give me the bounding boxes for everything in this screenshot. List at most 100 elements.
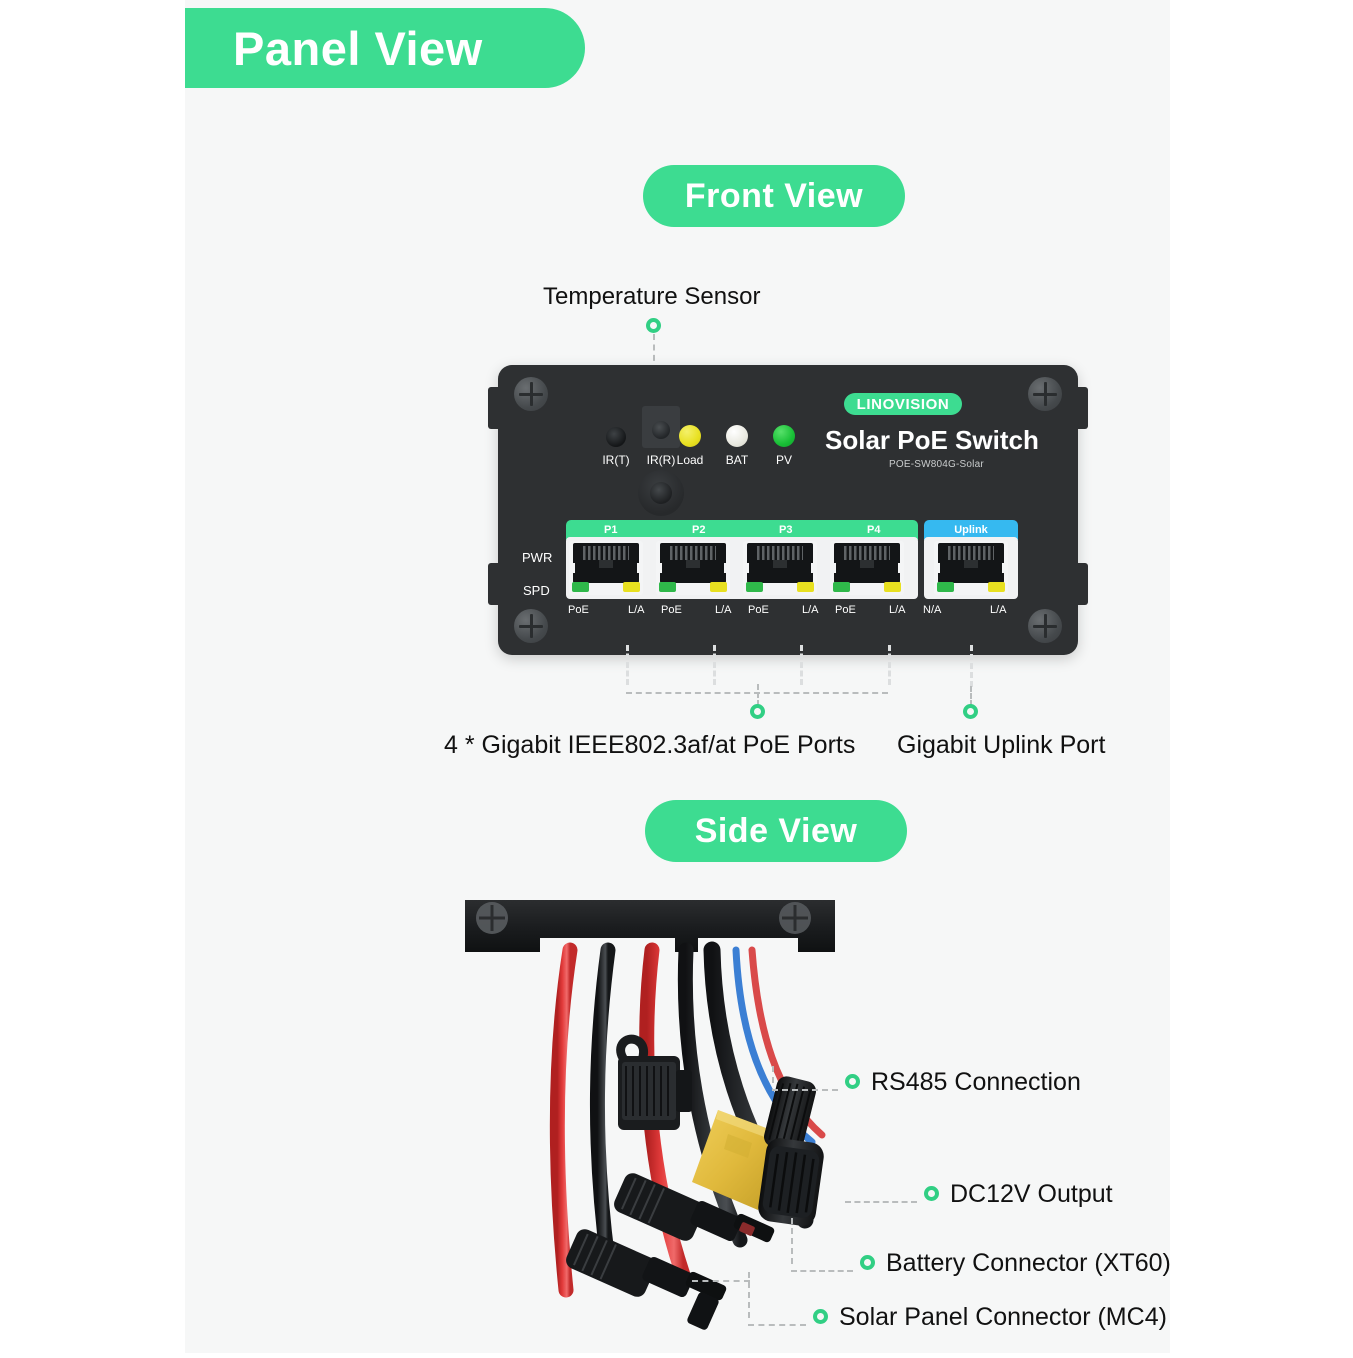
- device-model: POE-SW804G-Solar: [889, 459, 984, 470]
- port-label-p1: P1: [604, 524, 618, 536]
- rj45-body: [747, 543, 813, 583]
- cable-black-solar-pos: [589, 942, 616, 1270]
- cable-red-solar-neg: [549, 942, 578, 1298]
- rj45-tab-right: [811, 563, 817, 573]
- rs485-leader-stem: [772, 1066, 774, 1083]
- port-led-la-uplink: [988, 582, 1005, 592]
- port-block: P1 P2 P3 P4 Uplink: [566, 520, 1018, 616]
- led-row-label-5: L/A: [802, 604, 819, 616]
- rj45-tab-left: [656, 563, 662, 573]
- rj45-tab-left: [934, 563, 940, 573]
- port-cage-uplink: [924, 537, 1018, 599]
- side-view-badge: Side View: [645, 800, 907, 862]
- device-ear-left-top: [488, 387, 502, 429]
- uplink-callout-stem: [970, 686, 972, 706]
- led-row-label-9: L/A: [990, 604, 1007, 616]
- rj45-body: [834, 543, 900, 583]
- reset-button-icon[interactable]: [650, 482, 672, 504]
- screw-bottom-right-icon: [1028, 609, 1062, 643]
- indicator-label-ir-t: IR(T): [602, 453, 630, 467]
- ir-receiver-icon[interactable]: [652, 421, 670, 439]
- callout-rs485: RS485 Connection: [871, 1068, 1081, 1096]
- indicator-label-spd: SPD: [523, 583, 550, 598]
- rj45-tab-left: [830, 563, 836, 573]
- callout-dc12v: DC12V Output: [950, 1180, 1113, 1208]
- poe-callout-stem: [757, 684, 759, 706]
- screw-top-left-icon: [514, 377, 548, 411]
- led-row-label-4: PoE: [748, 604, 769, 616]
- rj45-port-p1[interactable]: [569, 541, 643, 595]
- callout-dot-solar: [813, 1309, 828, 1324]
- cable-black-battery: [677, 942, 748, 1248]
- callout-dot-temperature-sensor: [646, 318, 661, 333]
- solar-bracket-line: [692, 1280, 750, 1282]
- led-load-icon: [679, 425, 701, 447]
- rj45-port-uplink[interactable]: [934, 541, 1008, 595]
- rs485-leader-line: [772, 1089, 838, 1091]
- callout-solar: Solar Panel Connector (MC4): [839, 1303, 1167, 1331]
- rj45-body: [573, 543, 639, 583]
- device-ear-left-bottom: [488, 563, 502, 605]
- device-front-panel: LINOVISION Solar PoE Switch POE-SW804G-S…: [488, 365, 1088, 655]
- port-label-p4: P4: [867, 524, 881, 536]
- led-row-label-0: PoE: [568, 604, 589, 616]
- rj45-teeth: [670, 546, 716, 560]
- port-led-poe-p3: [746, 582, 763, 592]
- rj45-port-p2[interactable]: [656, 541, 730, 595]
- port-leader-p2: [713, 645, 716, 685]
- rj45-tab-right: [898, 563, 904, 573]
- rj45-teeth: [583, 546, 629, 560]
- port-label-p2: P2: [692, 524, 706, 536]
- port-led-la-p3: [797, 582, 814, 592]
- port-led-poe-p4: [833, 582, 850, 592]
- mc4-connector-upper: [614, 1173, 775, 1243]
- side-view-artwork: [440, 890, 1200, 1353]
- device-ear-right-top: [1074, 387, 1088, 429]
- callout-poe-ports: 4 * Gigabit IEEE802.3af/at PoE Ports: [444, 731, 856, 759]
- rj45-tab-right: [724, 563, 730, 573]
- rj45-body: [660, 543, 726, 583]
- rj45-notch: [599, 560, 613, 568]
- rj45-port-p3[interactable]: [743, 541, 817, 595]
- rj45-notch: [773, 560, 787, 568]
- indicator-label-load: Load: [676, 453, 704, 467]
- device-ear-right-bottom: [1074, 563, 1088, 605]
- battery-leader-line: [791, 1270, 853, 1272]
- port-cage-poe: [566, 537, 918, 599]
- rj45-teeth: [844, 546, 890, 560]
- rj45-tab-right: [1002, 563, 1008, 573]
- rj45-tab-right: [637, 563, 643, 573]
- front-view-badge: Front View: [643, 165, 905, 227]
- callout-dot-poe-ports: [750, 704, 765, 719]
- port-led-la-p4: [884, 582, 901, 592]
- rj45-notch: [964, 560, 978, 568]
- led-row-label-3: L/A: [715, 604, 732, 616]
- port-led-la-p2: [710, 582, 727, 592]
- port-led-la-p1: [623, 582, 640, 592]
- port-leader-p1: [626, 645, 629, 685]
- callout-temperature-sensor: Temperature Sensor: [543, 283, 761, 310]
- battery-leader-stem: [791, 1218, 793, 1264]
- port-label-p3: P3: [779, 524, 793, 536]
- screw-bottom-left-icon: [514, 609, 548, 643]
- rj45-port-p4[interactable]: [830, 541, 904, 595]
- port-led-poe-p1: [572, 582, 589, 592]
- rj45-notch: [860, 560, 874, 568]
- indicator-label-bat: BAT: [725, 453, 749, 467]
- port-leader-p4: [888, 645, 891, 685]
- port-group-uplink: Uplink: [924, 520, 1018, 540]
- led-row-label-8: N/A: [923, 604, 942, 616]
- callout-dot-rs485: [845, 1074, 860, 1089]
- solar-leader-line: [748, 1324, 806, 1326]
- screw-top-right-icon: [1028, 377, 1062, 411]
- led-row-label-7: L/A: [889, 604, 906, 616]
- rj45-tab-left: [743, 563, 749, 573]
- inline-fuse-holder: [616, 1034, 692, 1130]
- port-leader-p3: [800, 645, 803, 685]
- port-led-poe-p2: [659, 582, 676, 592]
- callout-battery: Battery Connector (XT60): [886, 1249, 1171, 1277]
- ir-transmitter-icon: [606, 427, 626, 447]
- callout-dot-uplink-port: [963, 704, 978, 719]
- led-row-label-1: L/A: [628, 604, 645, 616]
- dc12v-connector: [758, 1076, 824, 1226]
